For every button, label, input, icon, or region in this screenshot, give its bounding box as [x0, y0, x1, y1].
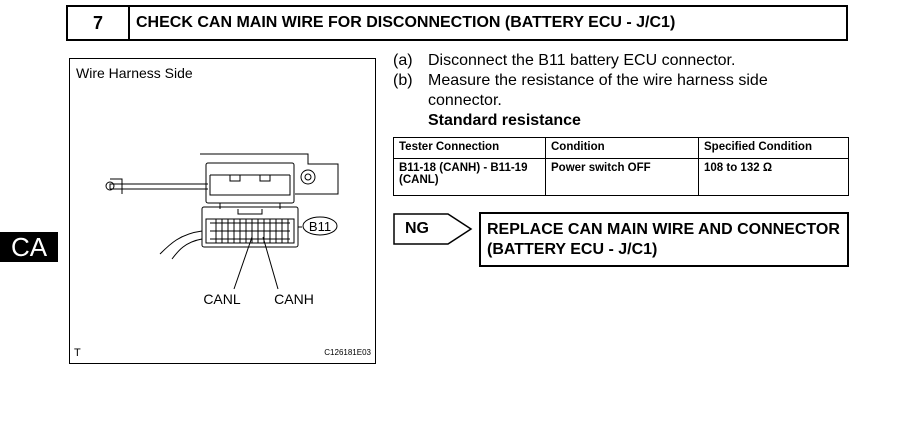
instruction-text: Disconnect the B11 battery ECU connector…	[428, 52, 736, 69]
step-header: 7 CHECK CAN MAIN WIRE FOR DISCONNECTION …	[66, 5, 848, 41]
diagram-top-label: Wire Harness Side	[76, 65, 193, 81]
table-header: Specified Condition	[698, 137, 849, 159]
step-title: CHECK CAN MAIN WIRE FOR DISCONNECTION (B…	[136, 14, 676, 31]
step-number: 7	[68, 7, 130, 39]
ng-arrow: NG	[393, 213, 473, 245]
table-row: B11-18 (CANH) - B11-19 (CANL) Power swit…	[393, 158, 849, 196]
table-cell: Power switch OFF	[545, 158, 699, 196]
connector-diagram: Wire Harness Side	[69, 58, 376, 364]
arrow-shape	[393, 213, 473, 245]
result-box: REPLACE CAN MAIN WIRE AND CONNECTOR (BAT…	[479, 212, 849, 267]
instruction-item: (a) Disconnect the B11 battery ECU conne…	[393, 51, 833, 71]
pin-label-canh: CANH	[274, 291, 314, 307]
instruction-key: (a)	[393, 52, 413, 69]
standard-heading: Standard resistance	[428, 112, 581, 129]
connector-badge-label: B11	[309, 219, 331, 234]
pin-label-canl: CANL	[203, 291, 241, 307]
instruction-list: (a) Disconnect the B11 battery ECU conne…	[393, 51, 833, 131]
section-tab: CA	[0, 232, 58, 262]
table-header: Condition	[545, 137, 699, 159]
instruction-key: (b)	[393, 72, 413, 89]
connector-illustration: B11 CANL CANH	[105, 153, 339, 307]
connector-badge-outline	[302, 216, 338, 236]
table-cell: B11-18 (CANH) - B11-19 (CANL)	[393, 158, 546, 196]
diagram-corner-letter: T	[74, 347, 81, 359]
table-cell: 108 to 132 Ω	[698, 158, 849, 196]
ng-label: NG	[405, 220, 429, 237]
instruction-item: (b) Measure the resistance of the wire h…	[393, 71, 833, 111]
figure-code: C126181E03	[324, 348, 371, 357]
table-header: Tester Connection	[393, 137, 546, 159]
spec-table: Tester Connection Condition Specified Co…	[393, 137, 849, 196]
instruction-text: Measure the resistance of the wire harne…	[428, 72, 768, 109]
table-header-row: Tester Connection Condition Specified Co…	[393, 137, 849, 159]
